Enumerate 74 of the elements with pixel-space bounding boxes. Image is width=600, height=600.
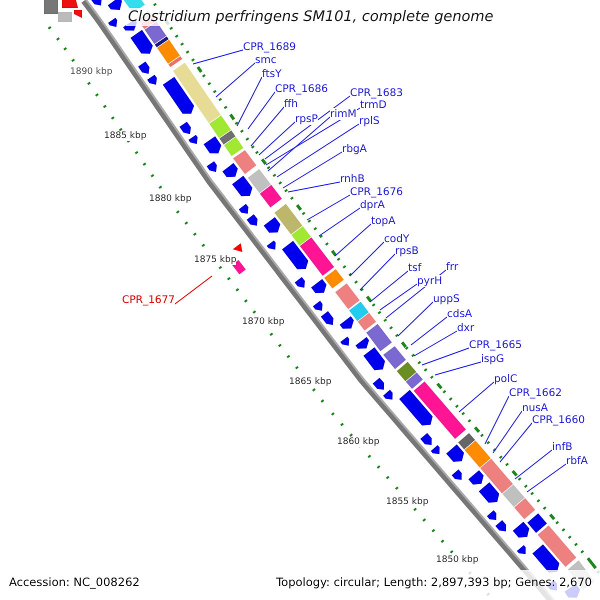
leader-line [334,224,372,256]
position-label: 1855 kbp [386,497,428,507]
gene-label: trmD [360,99,387,111]
gene-label: CPR_1662 [509,387,562,399]
map-title: Clostridium perfringens SM101, complete genome [126,8,496,26]
leader-line [500,422,532,462]
gene-label: rbfA [566,455,588,467]
leader-line [318,208,360,236]
gene-label: CPR_1676 [350,186,403,198]
leader-line [370,270,408,302]
gene-label: polC [494,373,518,385]
gene-label: rnhB [340,173,365,185]
leader-line [236,76,262,126]
gene-label: infB [552,441,572,453]
leader-line [248,92,276,130]
leader-line [414,330,458,356]
gene-label: rplS [359,115,380,127]
leader-line [268,116,330,172]
leader-line [276,124,360,178]
position-label: 1870 kbp [242,317,284,327]
leader-line [174,276,212,304]
leader-line [492,410,522,454]
leader-line [192,50,244,64]
gene-label: rbgA [342,143,367,155]
gene-label: ftsY [262,68,282,80]
position-label: 1875 kbp [194,255,236,265]
gene-label: CPR_1677 [122,294,175,306]
gene-label: CPR_1660 [532,414,585,426]
gene-label: codY [384,233,410,245]
gene-label: tsf [408,262,422,274]
gene-label: smc [255,54,276,66]
leader-line [514,450,552,480]
leader-line [216,62,256,98]
leader-line [250,106,284,146]
gene-label: frr [446,261,458,273]
position-label: 1865 kbp [289,377,332,387]
gene-label: rpsB [395,245,419,257]
gene-label: nusA [522,402,548,414]
gene-label: CPR_1665 [469,339,522,351]
gene-label: CPR_1683 [350,87,403,99]
position-label: 1850 kbp [436,555,478,565]
leader-line [350,242,384,276]
leader-line [458,382,494,412]
gene-label: cdsA [447,308,472,320]
gene-label: ispG [481,353,504,365]
genome-summary-text: Topology: circular; Length: 2,897,393 bp; Genes: 2,670 [276,575,592,589]
gene-label: CPR_1686 [275,83,328,95]
leader-line [410,316,448,346]
gene-label: rpsP [295,113,318,125]
gene-label: CPR_1689 [243,41,296,53]
gene-label: pyrH [417,275,442,287]
leader-line [434,362,482,376]
leader-line [360,254,396,290]
position-label: 1890 kbp [70,67,112,77]
leader-line [282,152,342,188]
leader-line [288,182,340,192]
gene-label: ffh [284,98,298,110]
leader-line [526,464,566,492]
leader-line [264,96,350,160]
leader-line [258,122,296,156]
leader-line [306,194,350,220]
gene-label: uppS [433,293,460,305]
leader-line [422,348,470,366]
position-label: 1885 kbp [104,131,146,141]
accession-text: Accession: NC_008262 [9,575,140,589]
position-label: 1860 kbp [337,437,380,447]
gene-label: topA [371,215,396,227]
gene-label: dprA [360,199,385,211]
gene-label: dxr [457,322,474,334]
gene-label: rimM [330,108,357,120]
leader-line [398,302,434,336]
leader-line [380,284,418,310]
position-label: 1880 kbp [149,194,192,204]
leader-line [484,396,510,444]
